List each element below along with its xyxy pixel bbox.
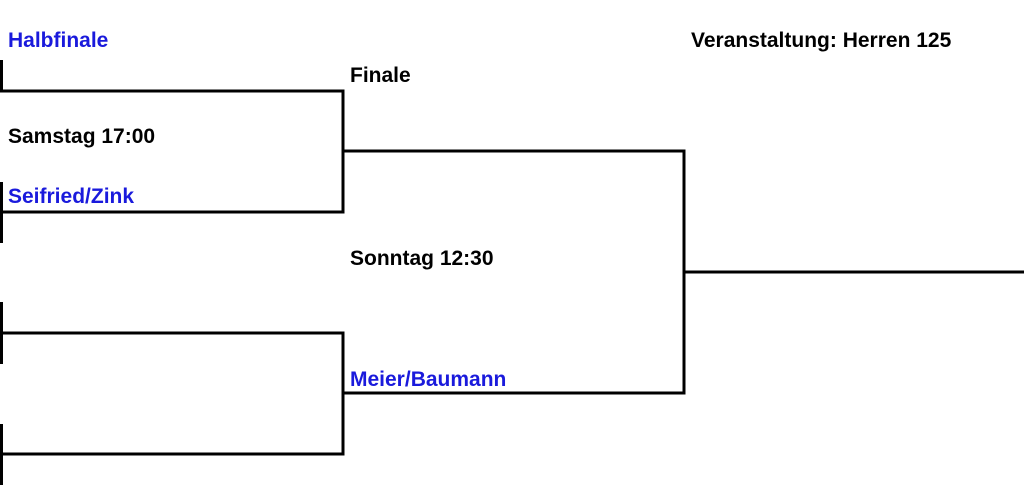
final-winner-name: Meier/Baumann [350, 368, 507, 391]
final-match-time: Sonntag 12:30 [350, 247, 494, 270]
event-label: Veranstaltung: Herren 125 [691, 29, 952, 52]
round-label-halbfinale: Halbfinale [8, 29, 109, 52]
sf1-match-time: Samstag 17:00 [8, 125, 156, 148]
sf1-winner-name: Seifried/Zink [8, 185, 135, 208]
round-label-finale: Finale [350, 64, 411, 87]
